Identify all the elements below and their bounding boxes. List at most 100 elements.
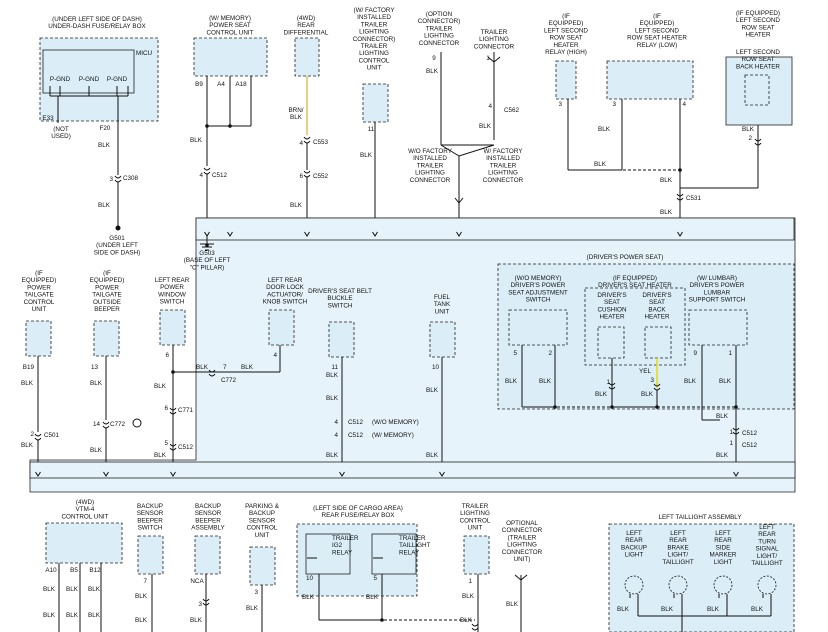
pgnd-label: P-GND (50, 76, 71, 83)
taillight-relay-box (371, 533, 417, 575)
wire-color-label: BLK (66, 612, 79, 619)
relay-high-box (555, 60, 577, 100)
wire-color-label: BLK (661, 606, 674, 613)
wire-color-label: BLK (617, 606, 630, 613)
wire-color-label: BLK (326, 395, 339, 402)
pin-number: 9 (693, 350, 697, 357)
wire-color-label: BLK (366, 594, 379, 601)
bus-junction (339, 471, 345, 477)
micu-box (42, 49, 135, 94)
mem-seat-unit (193, 37, 268, 77)
micu-label: MICU (136, 50, 153, 57)
bus-junction (439, 471, 445, 477)
heater-low-box (606, 60, 694, 100)
wire-color-label: BLK (88, 586, 101, 593)
wire-color-label: BLK (716, 413, 729, 420)
w-memory-label: (W/ MEMORY) (372, 432, 414, 439)
connector-symbol (676, 193, 684, 197)
pin-number: 4 (334, 432, 338, 439)
pin-number: 4 (488, 103, 492, 110)
wire-color-label: BLK (90, 447, 103, 454)
pin-number: 5 (373, 575, 377, 582)
connector-label: C553 (313, 139, 329, 146)
marker-bulb-icon (713, 575, 733, 595)
wire-color-label: BLK (21, 442, 34, 449)
wire-color-label: BLK (154, 452, 167, 459)
connector-symbol (608, 386, 616, 390)
connector-symbol (471, 623, 479, 627)
wire-color-label: BLK (190, 137, 203, 144)
bus-junction (35, 471, 41, 477)
brake-bulb-icon-leads (673, 594, 683, 598)
wo-mem-adj-box (508, 309, 568, 346)
bus-junction (227, 231, 233, 237)
lumbar-box (688, 309, 748, 346)
pin-number: 3 (254, 589, 258, 596)
belt-sw-box (328, 321, 355, 358)
splice-dot (610, 405, 614, 409)
turn-bulb-icon-leads (762, 594, 772, 598)
wire-color-label: BLK (506, 601, 519, 608)
wire-color-label: BLK (716, 452, 729, 459)
pin-number: 14 (93, 421, 101, 428)
wire-color-label: BLK (594, 161, 607, 168)
connector-symbol (487, 56, 501, 63)
vtm4-box (45, 522, 123, 564)
pin-number: 3 (198, 601, 202, 608)
wire-color-label: BLK (539, 378, 552, 385)
wire-color-label: BLK (684, 378, 697, 385)
bus-junction (103, 471, 109, 477)
wire-color-label: BLK (135, 617, 148, 624)
connector-symbol (169, 407, 177, 411)
connector-symbol (169, 447, 177, 451)
wire-color-label: BLK (66, 586, 79, 593)
connector-label: C512 (348, 432, 364, 439)
pin-number: 3 (109, 176, 113, 183)
pin-b9: B9 (195, 81, 203, 88)
wire-color-label: BLK (21, 380, 34, 387)
brn-blk-label: BRN/BLK (288, 107, 303, 121)
pin-number: 1 (606, 379, 610, 386)
connector-symbol (514, 574, 528, 581)
bus-junction (733, 471, 739, 477)
pin-number: 2 (30, 431, 34, 438)
pin-b12: B12 (89, 567, 101, 574)
ground-g501 (115, 225, 121, 231)
splice-dot (655, 405, 659, 409)
fuse-box-title: (UNDER LEFT SIDE OF DASH)UNDER-DASH FUSE… (48, 16, 146, 30)
pin-number: 4 (334, 419, 338, 426)
connector-symbol (202, 598, 210, 602)
wire-color-label: BLK (598, 126, 611, 133)
ig2-relay-box (305, 533, 351, 575)
bus-junction (372, 231, 378, 237)
pin-number: 4 (682, 101, 686, 108)
pin-number: 3 (650, 377, 654, 384)
bus-junction (456, 231, 462, 237)
pin-a10: A10 (45, 567, 57, 574)
connector-label: C512 (212, 172, 228, 179)
wire-color-label: BLK (326, 452, 339, 459)
connector-label: C512 (742, 442, 758, 449)
backup-bulb-icon-leads (629, 594, 639, 598)
pin-a4: A4 (217, 81, 225, 88)
connector-symbol (202, 602, 210, 606)
pin-b5: B5 (70, 567, 78, 574)
pin-number: 1 (729, 429, 733, 436)
connector-label: C552 (313, 173, 329, 180)
